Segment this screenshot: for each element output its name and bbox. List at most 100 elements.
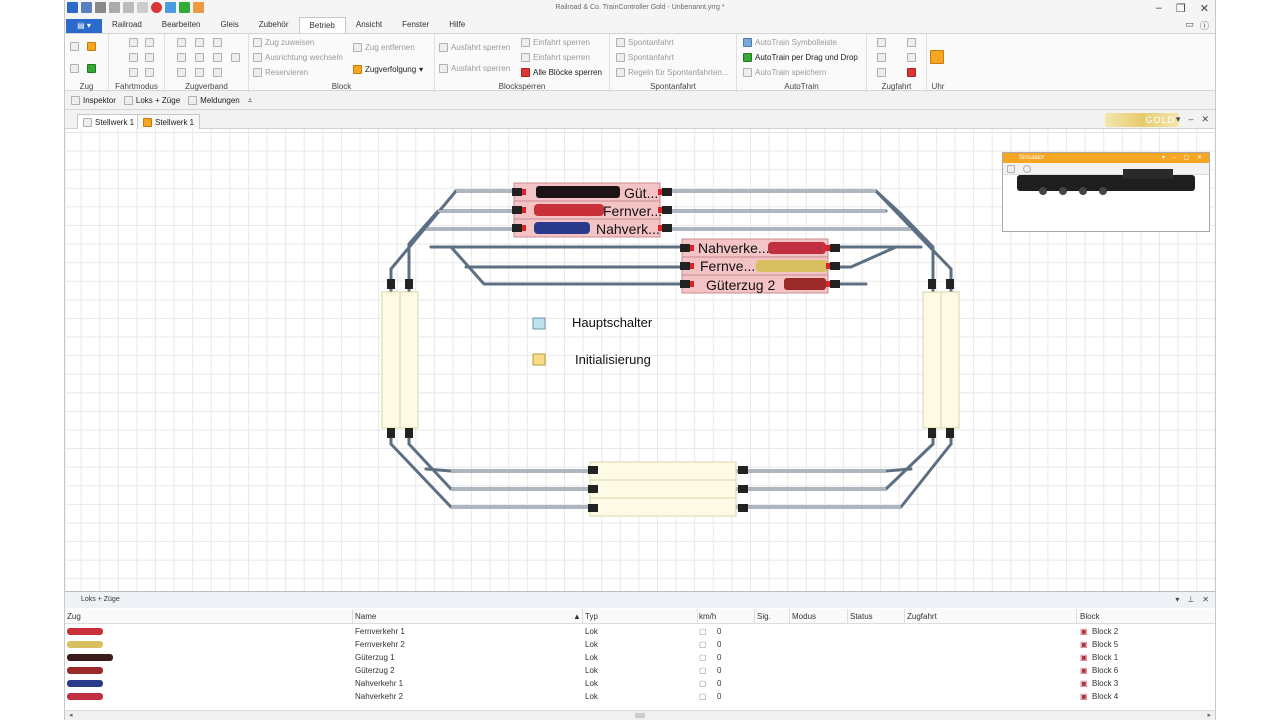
- col-name[interactable]: Name: [355, 612, 377, 621]
- block-bottom-1[interactable]: [589, 461, 737, 481]
- tab-stellwerk-1[interactable]: Stellwerk 1: [137, 114, 201, 129]
- zug-entfernen-button[interactable]: Zug entfernen: [353, 43, 415, 52]
- autotrain-speichern-button[interactable]: AutoTrain speichern: [743, 68, 826, 77]
- zugverband-tool-3[interactable]: [213, 38, 222, 47]
- file-menu-button[interactable]: ▤ ▾: [66, 19, 102, 33]
- block-left-inner[interactable]: [399, 291, 419, 429]
- tab-gleis[interactable]: Gleis: [220, 20, 239, 29]
- fahrtmodus-tool-4[interactable]: [145, 53, 154, 62]
- initialisierung-label[interactable]: Initialisierung: [575, 352, 651, 367]
- ausrichtung-wechseln-button[interactable]: Ausrichtung wechseln: [253, 53, 343, 62]
- arrow-up-icon[interactable]: [179, 2, 190, 13]
- fahrtmodus-tool-5[interactable]: [129, 68, 138, 77]
- undo-icon[interactable]: [123, 2, 134, 13]
- scroll-thumb[interactable]: [635, 713, 645, 718]
- signal-icon[interactable]: [193, 2, 204, 13]
- doc-menu-icon[interactable]: ▾: [1175, 114, 1181, 124]
- toolbar-overflow-icon[interactable]: ⩡: [247, 95, 253, 105]
- zugverband-tool-6[interactable]: [213, 53, 222, 62]
- redo-icon[interactable]: [137, 2, 148, 13]
- doc-close-icon[interactable]: ✕: [1201, 114, 1209, 124]
- zugverband-tool-5[interactable]: [195, 53, 204, 62]
- autotrain-drag-drop-button[interactable]: AutoTrain per Drag und Drop: [743, 53, 858, 62]
- help-icon[interactable]: ⓘ: [1199, 21, 1209, 31]
- horizontal-scrollbar[interactable]: ◂ ▸: [65, 710, 1215, 720]
- ausfahrt-sperren-button-1[interactable]: Ausfahrt sperren: [439, 43, 510, 52]
- train-gueterzug-2[interactable]: [784, 278, 826, 290]
- block-right-outer[interactable]: [940, 291, 960, 429]
- autotrain-symbolleiste-button[interactable]: AutoTrain Symbolleiste: [743, 38, 837, 47]
- fahrtmodus-tool-3[interactable]: [129, 53, 138, 62]
- zugverband-tool-4[interactable]: [177, 53, 186, 62]
- zugverband-tool-8[interactable]: [177, 68, 186, 77]
- zug-tool-3[interactable]: [70, 64, 79, 73]
- block-bottom-2[interactable]: [589, 479, 737, 499]
- maximize-icon[interactable]: ❐: [1175, 3, 1186, 15]
- block-bottom-3[interactable]: [589, 497, 737, 517]
- spontanfahrt-button-2[interactable]: Spontanfahrt: [616, 53, 674, 62]
- block-right-inner[interactable]: [922, 291, 942, 429]
- zug-tool-2[interactable]: [87, 42, 96, 51]
- zugfahrt-tool-1[interactable]: [877, 38, 886, 47]
- einfahrt-sperren-button-2[interactable]: Einfahrt sperren: [521, 53, 590, 62]
- tab-stellwerk-1-active[interactable]: Stellwerk 1: [77, 114, 141, 129]
- panel-menu-icon[interactable]: ▾: [1175, 595, 1180, 604]
- edit-icon[interactable]: [109, 2, 120, 13]
- zugverband-tool-10[interactable]: [213, 68, 222, 77]
- train-nahverkehr-1[interactable]: [534, 222, 590, 234]
- col-sig[interactable]: Sig.: [757, 612, 771, 621]
- fahrtmodus-tool-2[interactable]: [145, 38, 154, 47]
- loks-zuege-button[interactable]: Loks + Züge: [123, 96, 180, 105]
- stop-icon[interactable]: [151, 2, 162, 13]
- zugverband-tool-7[interactable]: [231, 53, 240, 62]
- train-fernverkehr-1[interactable]: [534, 204, 604, 216]
- inspektor-button[interactable]: Inspektor: [71, 96, 116, 105]
- col-kmh[interactable]: km/h: [699, 612, 717, 621]
- tab-bearbeiten[interactable]: Bearbeiten: [161, 20, 201, 29]
- tab-ansicht[interactable]: Ansicht: [355, 20, 383, 29]
- ausfahrt-sperren-button-2[interactable]: Ausfahrt sperren: [439, 64, 510, 73]
- zugverfolgung-button[interactable]: Zugverfolgung▾: [353, 65, 423, 74]
- tab-fenster[interactable]: Fenster: [402, 20, 430, 29]
- simulator-pause-icon[interactable]: [1023, 165, 1031, 173]
- hauptschalter-label[interactable]: Hauptschalter: [572, 315, 653, 330]
- zug-zuweisen-button[interactable]: Zug zuweisen: [253, 38, 314, 47]
- scroll-left-icon[interactable]: ◂: [69, 712, 73, 719]
- minimize-icon[interactable]: –: [1155, 2, 1162, 14]
- block-left-outer[interactable]: [381, 291, 401, 429]
- fahrtmodus-tool-1[interactable]: [129, 38, 138, 47]
- tab-zubehoer[interactable]: Zubehör: [258, 20, 289, 29]
- zugfahrt-tool-3[interactable]: [877, 53, 886, 62]
- col-status[interactable]: Status: [850, 612, 873, 621]
- regeln-spontanfahrten-button[interactable]: Regeln für Spontanfahrten...: [616, 68, 729, 77]
- train-nahverkehr-2[interactable]: [768, 242, 826, 254]
- zugfahrt-tool-5[interactable]: [877, 68, 886, 77]
- close-icon[interactable]: ✕: [1199, 3, 1209, 15]
- zug-tool-1[interactable]: [70, 42, 79, 51]
- ribbon-minimize-icon[interactable]: ▭: [1185, 19, 1194, 29]
- switchboard-canvas[interactable]: Güt... Fernver... Nahverk... Nahverke...…: [66, 129, 1215, 591]
- panel-pin-icon[interactable]: ⊥: [1187, 595, 1195, 604]
- col-block[interactable]: Block: [1080, 612, 1100, 621]
- save-icon[interactable]: [81, 2, 92, 13]
- hauptschalter-switch[interactable]: [532, 317, 546, 330]
- zugfahrt-tool-4[interactable]: [907, 53, 916, 62]
- clock-icon[interactable]: [930, 50, 944, 64]
- tab-railroad[interactable]: Railroad: [112, 20, 142, 29]
- einfahrt-sperren-button-1[interactable]: Einfahrt sperren: [521, 38, 590, 47]
- reservieren-button[interactable]: Reservieren: [253, 68, 308, 77]
- panel-close-icon[interactable]: ✕: [1202, 595, 1209, 604]
- initialisierung-switch[interactable]: [532, 353, 546, 366]
- snowflake-icon[interactable]: [165, 2, 176, 13]
- spontanfahrt-button-1[interactable]: Spontanfahrt: [616, 38, 674, 47]
- zugverband-tool-2[interactable]: [195, 38, 204, 47]
- col-zug[interactable]: Zug: [67, 612, 81, 621]
- tab-betrieb[interactable]: Betrieb: [298, 17, 346, 33]
- col-zugfahrt[interactable]: Zugfahrt: [907, 612, 937, 621]
- tab-hilfe[interactable]: Hilfe: [449, 20, 466, 29]
